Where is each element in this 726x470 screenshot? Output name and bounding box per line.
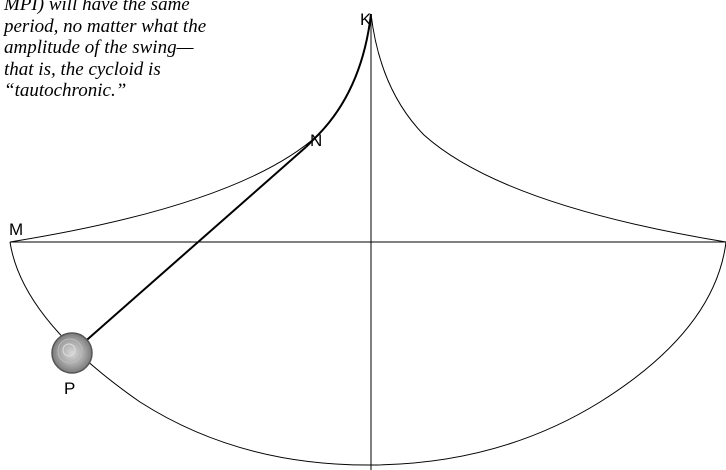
label-m: M bbox=[9, 220, 23, 239]
caption-line-1: MPI) will have the same bbox=[4, 0, 190, 15]
label-k: K bbox=[360, 10, 372, 29]
caption-text: MPI) will have the same period, no matte… bbox=[4, 0, 304, 102]
label-n: N bbox=[310, 131, 322, 150]
cycloid-path-lower bbox=[9, 241, 726, 466]
pendulum-string bbox=[71, 146, 307, 354]
caption-line-5: “tautochronic.” bbox=[4, 80, 127, 101]
cycloid-cheek-left bbox=[9, 13, 372, 243]
pendulum-bob-ring-inner bbox=[62, 343, 76, 357]
cycloid-cheek-right bbox=[370, 13, 726, 243]
string-wrapped-segment bbox=[305, 13, 372, 148]
pendulum-bob-ring bbox=[57, 338, 83, 364]
caption-line-4: that is, the cycloid is bbox=[4, 58, 161, 80]
caption-line-3: amplitude of the swing— bbox=[4, 37, 194, 58]
pendulum-bob bbox=[51, 332, 93, 374]
label-p: P bbox=[64, 379, 75, 398]
caption-line-2: period, no matter what the bbox=[4, 15, 207, 37]
